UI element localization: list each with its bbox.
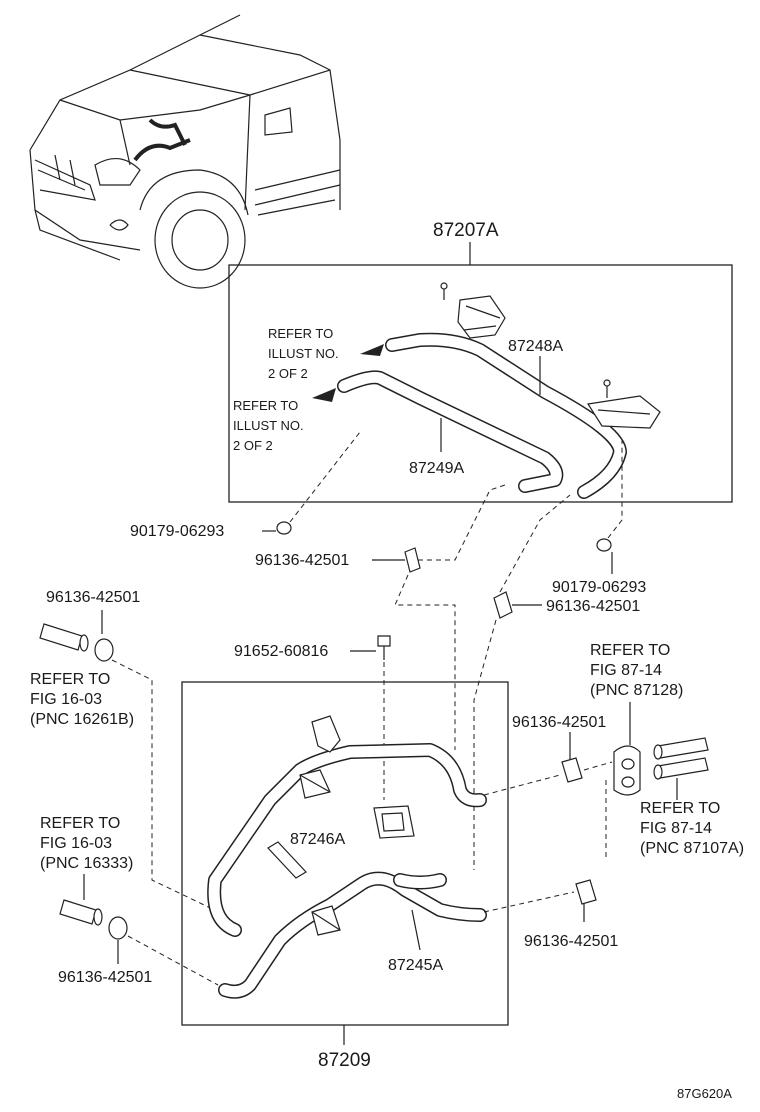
- hose-87249a: [337, 370, 564, 493]
- clip-right-mid: [561, 757, 583, 783]
- clip-right-upper-label: 96136-42501: [546, 598, 640, 615]
- clip-right-lower-label: 96136-42501: [524, 933, 618, 950]
- refer-fig16-b: REFER TO FIG 16-03 (PNC 16333): [40, 815, 133, 872]
- grommet-right-label: 90179-06293: [552, 579, 646, 596]
- clip-right-upper: [493, 591, 513, 619]
- svg-text:(PNC 87128): (PNC 87128): [590, 682, 683, 699]
- arrow-icon: [312, 388, 336, 402]
- clip-left-lower: [108, 916, 128, 940]
- hose-87245a: [218, 871, 487, 999]
- clamp-87246a-upper: [311, 715, 341, 753]
- assy-87207a-label: 87207A: [433, 220, 499, 241]
- arrow-icon: [360, 344, 384, 356]
- svg-text:REFER TO: REFER TO: [40, 815, 120, 832]
- hose-end-right-lower: [653, 757, 709, 780]
- grommet-left-label: 90179-06293: [130, 523, 224, 540]
- hose-end-right-upper: [653, 737, 709, 760]
- svg-text:ILLUST NO.: ILLUST NO.: [268, 346, 339, 361]
- hose-end-left-lower: [59, 899, 103, 926]
- clip-left-lower-label: 96136-42501: [58, 969, 152, 986]
- refer-fig87-b: REFER TO FIG 87-14 (PNC 87107A): [640, 800, 744, 857]
- svg-text:REFER TO: REFER TO: [268, 326, 333, 341]
- svg-text:REFER TO: REFER TO: [640, 800, 720, 817]
- hose-87249a-label: 87249A: [409, 460, 464, 477]
- refer-fig87-a: REFER TO FIG 87-14 (PNC 87128): [590, 642, 683, 699]
- svg-text:(PNC 16333): (PNC 16333): [40, 855, 133, 872]
- svg-text:REFER TO: REFER TO: [30, 671, 110, 688]
- assy-87209-box: [181, 681, 509, 1026]
- svg-text:(PNC 16261B): (PNC 16261B): [30, 711, 134, 728]
- assy-87207a-box: [228, 264, 733, 503]
- upper-bracket-left: [440, 282, 506, 339]
- upper-bracket-right: [587, 379, 661, 429]
- bolt-91652: [377, 635, 391, 660]
- bolt-label: 91652-60816: [234, 643, 328, 660]
- clip-right-lower: [575, 879, 597, 905]
- svg-text:(PNC 87107A): (PNC 87107A): [640, 840, 744, 857]
- svg-text:2 OF 2: 2 OF 2: [233, 438, 273, 453]
- foam-bracket: [373, 805, 415, 839]
- refer-fig16-a: REFER TO FIG 16-03 (PNC 16261B): [30, 671, 134, 728]
- vehicle-illustration: [29, 14, 341, 289]
- clip-left-upper-label: 96136-42501: [46, 589, 140, 606]
- svg-text:REFER TO: REFER TO: [233, 398, 298, 413]
- clip-center: [404, 547, 421, 573]
- figure-id: 87G620A: [677, 1086, 732, 1101]
- hose-end-left-upper: [39, 623, 89, 652]
- clip-right-mid-label: 96136-42501: [512, 714, 606, 731]
- tube-fitting: [267, 841, 307, 879]
- svg-text:FIG 16-03: FIG 16-03: [40, 835, 112, 852]
- hose-87248a: [385, 332, 627, 499]
- svg-text:ILLUST NO.: ILLUST NO.: [233, 418, 304, 433]
- svg-text:FIG 87-14: FIG 87-14: [640, 820, 712, 837]
- refer-illust-a: REFER TO ILLUST NO. 2 OF 2: [268, 326, 384, 381]
- clip-left-upper: [94, 638, 114, 662]
- hose-87248a-label: 87248A: [508, 338, 563, 355]
- svg-text:REFER TO: REFER TO: [590, 642, 670, 659]
- svg-text:FIG 87-14: FIG 87-14: [590, 662, 662, 679]
- hose-87246a: [207, 743, 487, 937]
- clamp-87246a-joint: [299, 769, 331, 799]
- assy-87209-label: 87209: [318, 1050, 371, 1071]
- clamp-87245a-joint: [311, 905, 341, 936]
- grommet-left: [276, 521, 292, 535]
- clip-center-label: 96136-42501: [255, 552, 349, 569]
- svg-text:2 OF 2: 2 OF 2: [268, 366, 308, 381]
- grommet-right: [596, 538, 612, 552]
- hose-87245a-label: 87245A: [388, 957, 443, 974]
- svg-text:FIG 16-03: FIG 16-03: [30, 691, 102, 708]
- hose-87246a-label: 87246A: [290, 831, 345, 848]
- grommet-plate: [613, 745, 641, 796]
- refer-illust-b: REFER TO ILLUST NO. 2 OF 2: [233, 388, 336, 453]
